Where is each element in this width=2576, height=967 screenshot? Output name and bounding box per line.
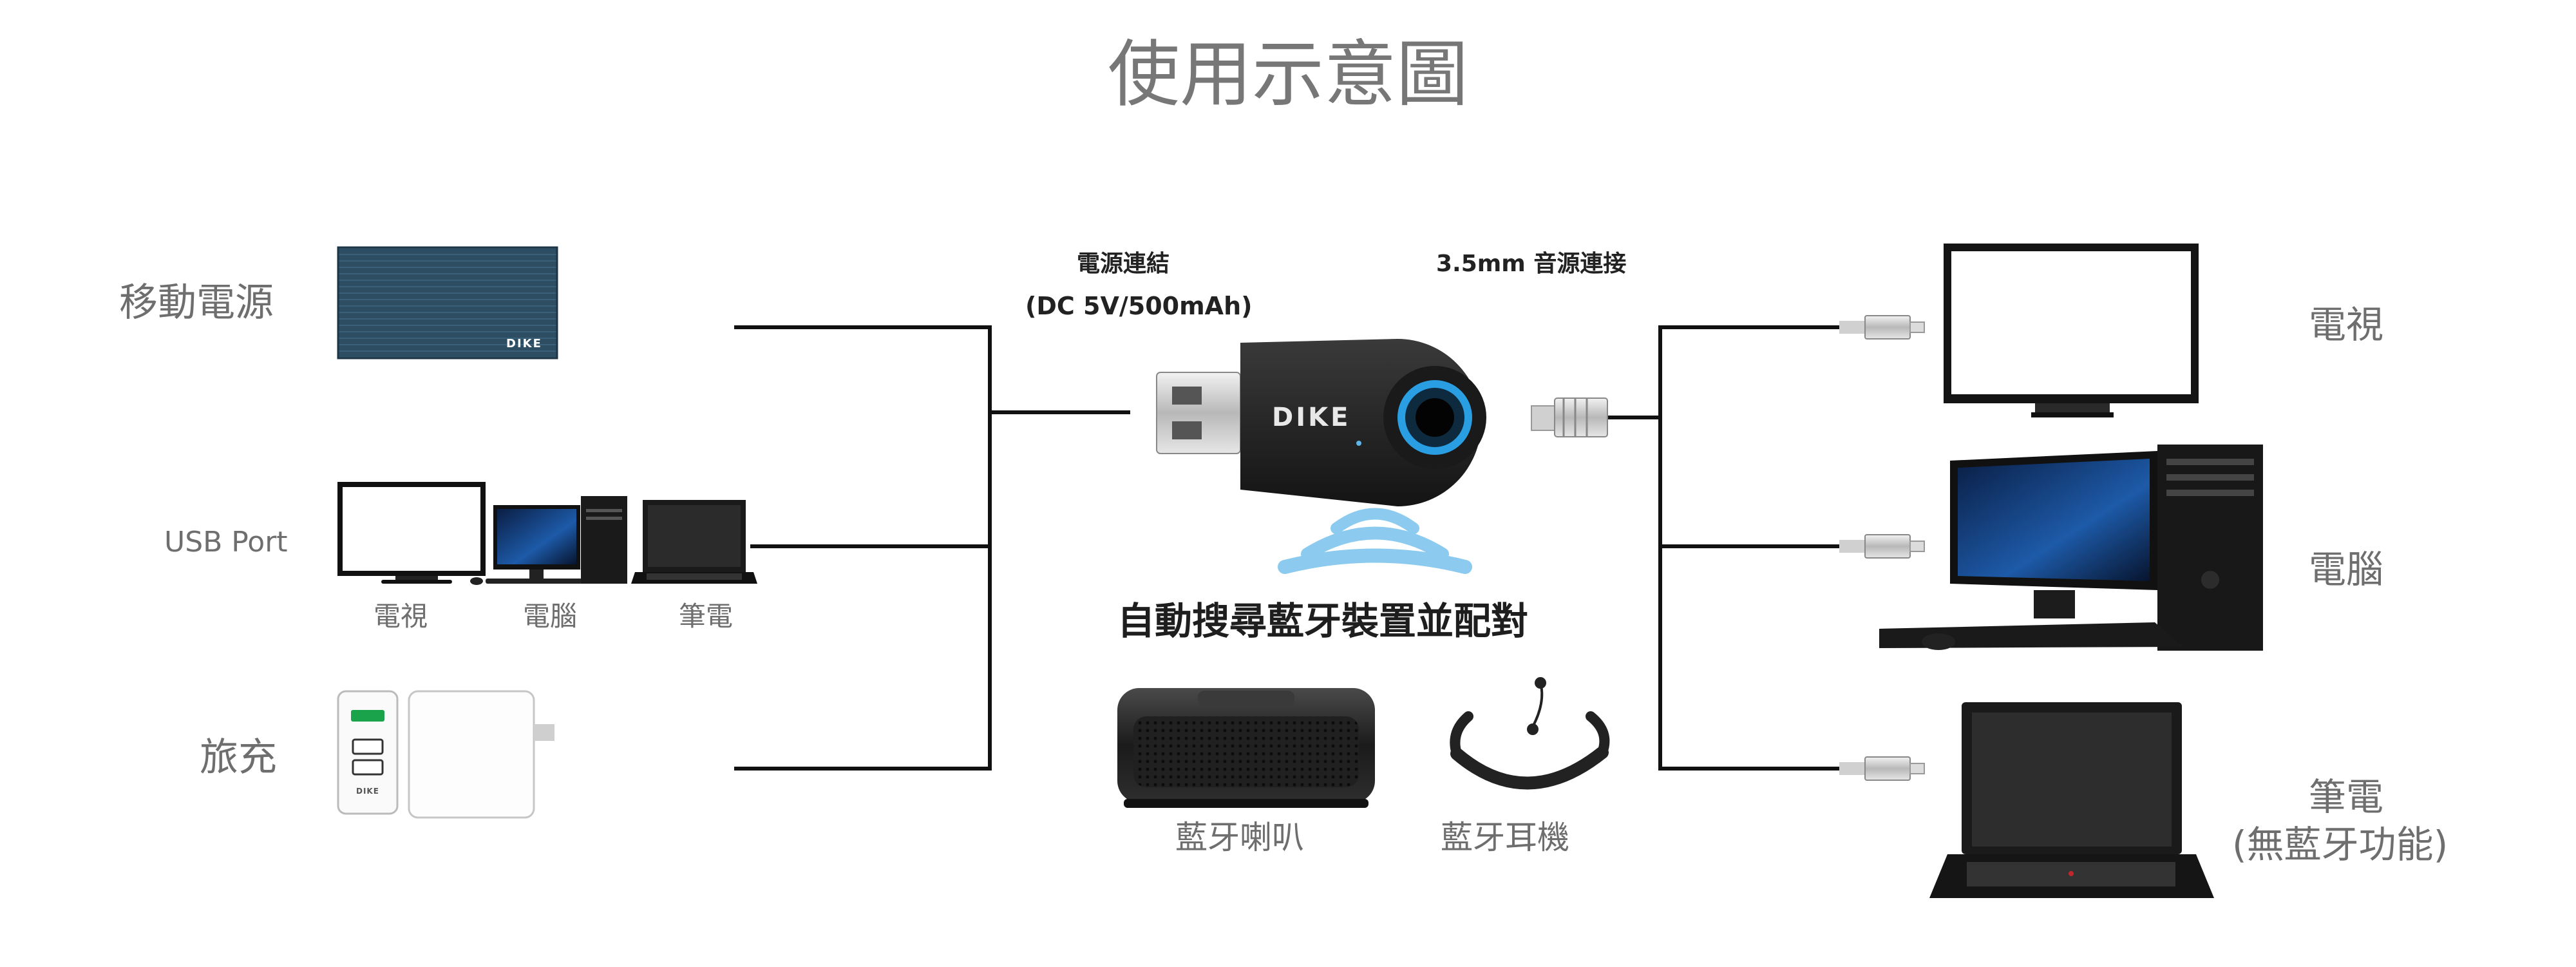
usb-tv-image: [337, 482, 486, 584]
usb-laptop-image: [631, 500, 757, 584]
charger-label: 旅充: [200, 738, 277, 777]
right-pc-label: 電腦: [2309, 551, 2383, 588]
right-laptop-note: (無藍牙功能): [2232, 826, 2448, 863]
charger-image: [338, 691, 554, 818]
bluetooth-receiver-image: [1157, 339, 1607, 506]
pairing-text: 自動搜尋藍牙裝置並配對: [1117, 602, 1528, 640]
usb-item-laptop-label: 筆電: [679, 603, 733, 630]
speaker-label: 藍牙喇叭: [1175, 821, 1304, 854]
right-tv-label: 電視: [2309, 306, 2383, 343]
power-connection-label: 電源連結: [1077, 253, 1170, 276]
power-bank-logo: DIKE: [506, 338, 542, 350]
right-laptop-label: 筆電: [2309, 778, 2383, 816]
wireless-signal-icon: [1285, 514, 1465, 568]
earphone-label: 藍牙耳機: [1441, 821, 1569, 854]
right-audio-plugs: [1839, 316, 1924, 780]
bluetooth-earphone-image: [1455, 677, 1604, 783]
usb-item-tv-label: 電視: [374, 603, 428, 630]
usb-port-label: USB Port: [164, 528, 288, 557]
right-tv-image: [1944, 244, 2199, 417]
receiver-logo: DIKE: [1272, 405, 1350, 430]
page-title: 使用示意圖: [0, 39, 2576, 111]
right-laptop-image: [1929, 702, 2214, 898]
power-bank-label: 移動電源: [119, 283, 274, 322]
audio-connection-label: 3.5mm 音源連接: [1436, 253, 1626, 276]
bluetooth-speaker-image: [1117, 688, 1375, 808]
power-spec-label: (DC 5V/500mAh): [1025, 294, 1253, 318]
charger-logo: DIKE: [356, 787, 379, 795]
usb-pc-image: [470, 496, 627, 585]
right-pc-image: [1879, 445, 2263, 651]
usb-item-pc-label: 電腦: [523, 603, 577, 630]
